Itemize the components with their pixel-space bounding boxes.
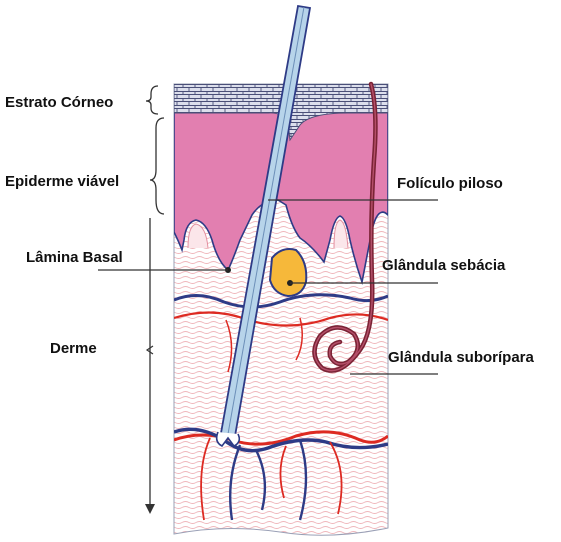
estrato-corneo-bracket [146, 86, 158, 114]
sebaceous-gland [270, 249, 306, 296]
epiderme-bracket [150, 118, 164, 214]
label-derme: Derme [50, 340, 97, 357]
label-glandula-sebacea: Glândula sebácia [382, 257, 506, 274]
label-glandula-suboripara: Glândula suborípara [388, 349, 535, 366]
label-epiderme-viavel: Epiderme viável [5, 173, 119, 190]
label-lamina-basal: Lâmina Basal [26, 249, 123, 266]
label-foliculo-piloso: Folículo piloso [397, 175, 503, 192]
label-estrato-corneo: Estrato Córneo [5, 94, 113, 111]
